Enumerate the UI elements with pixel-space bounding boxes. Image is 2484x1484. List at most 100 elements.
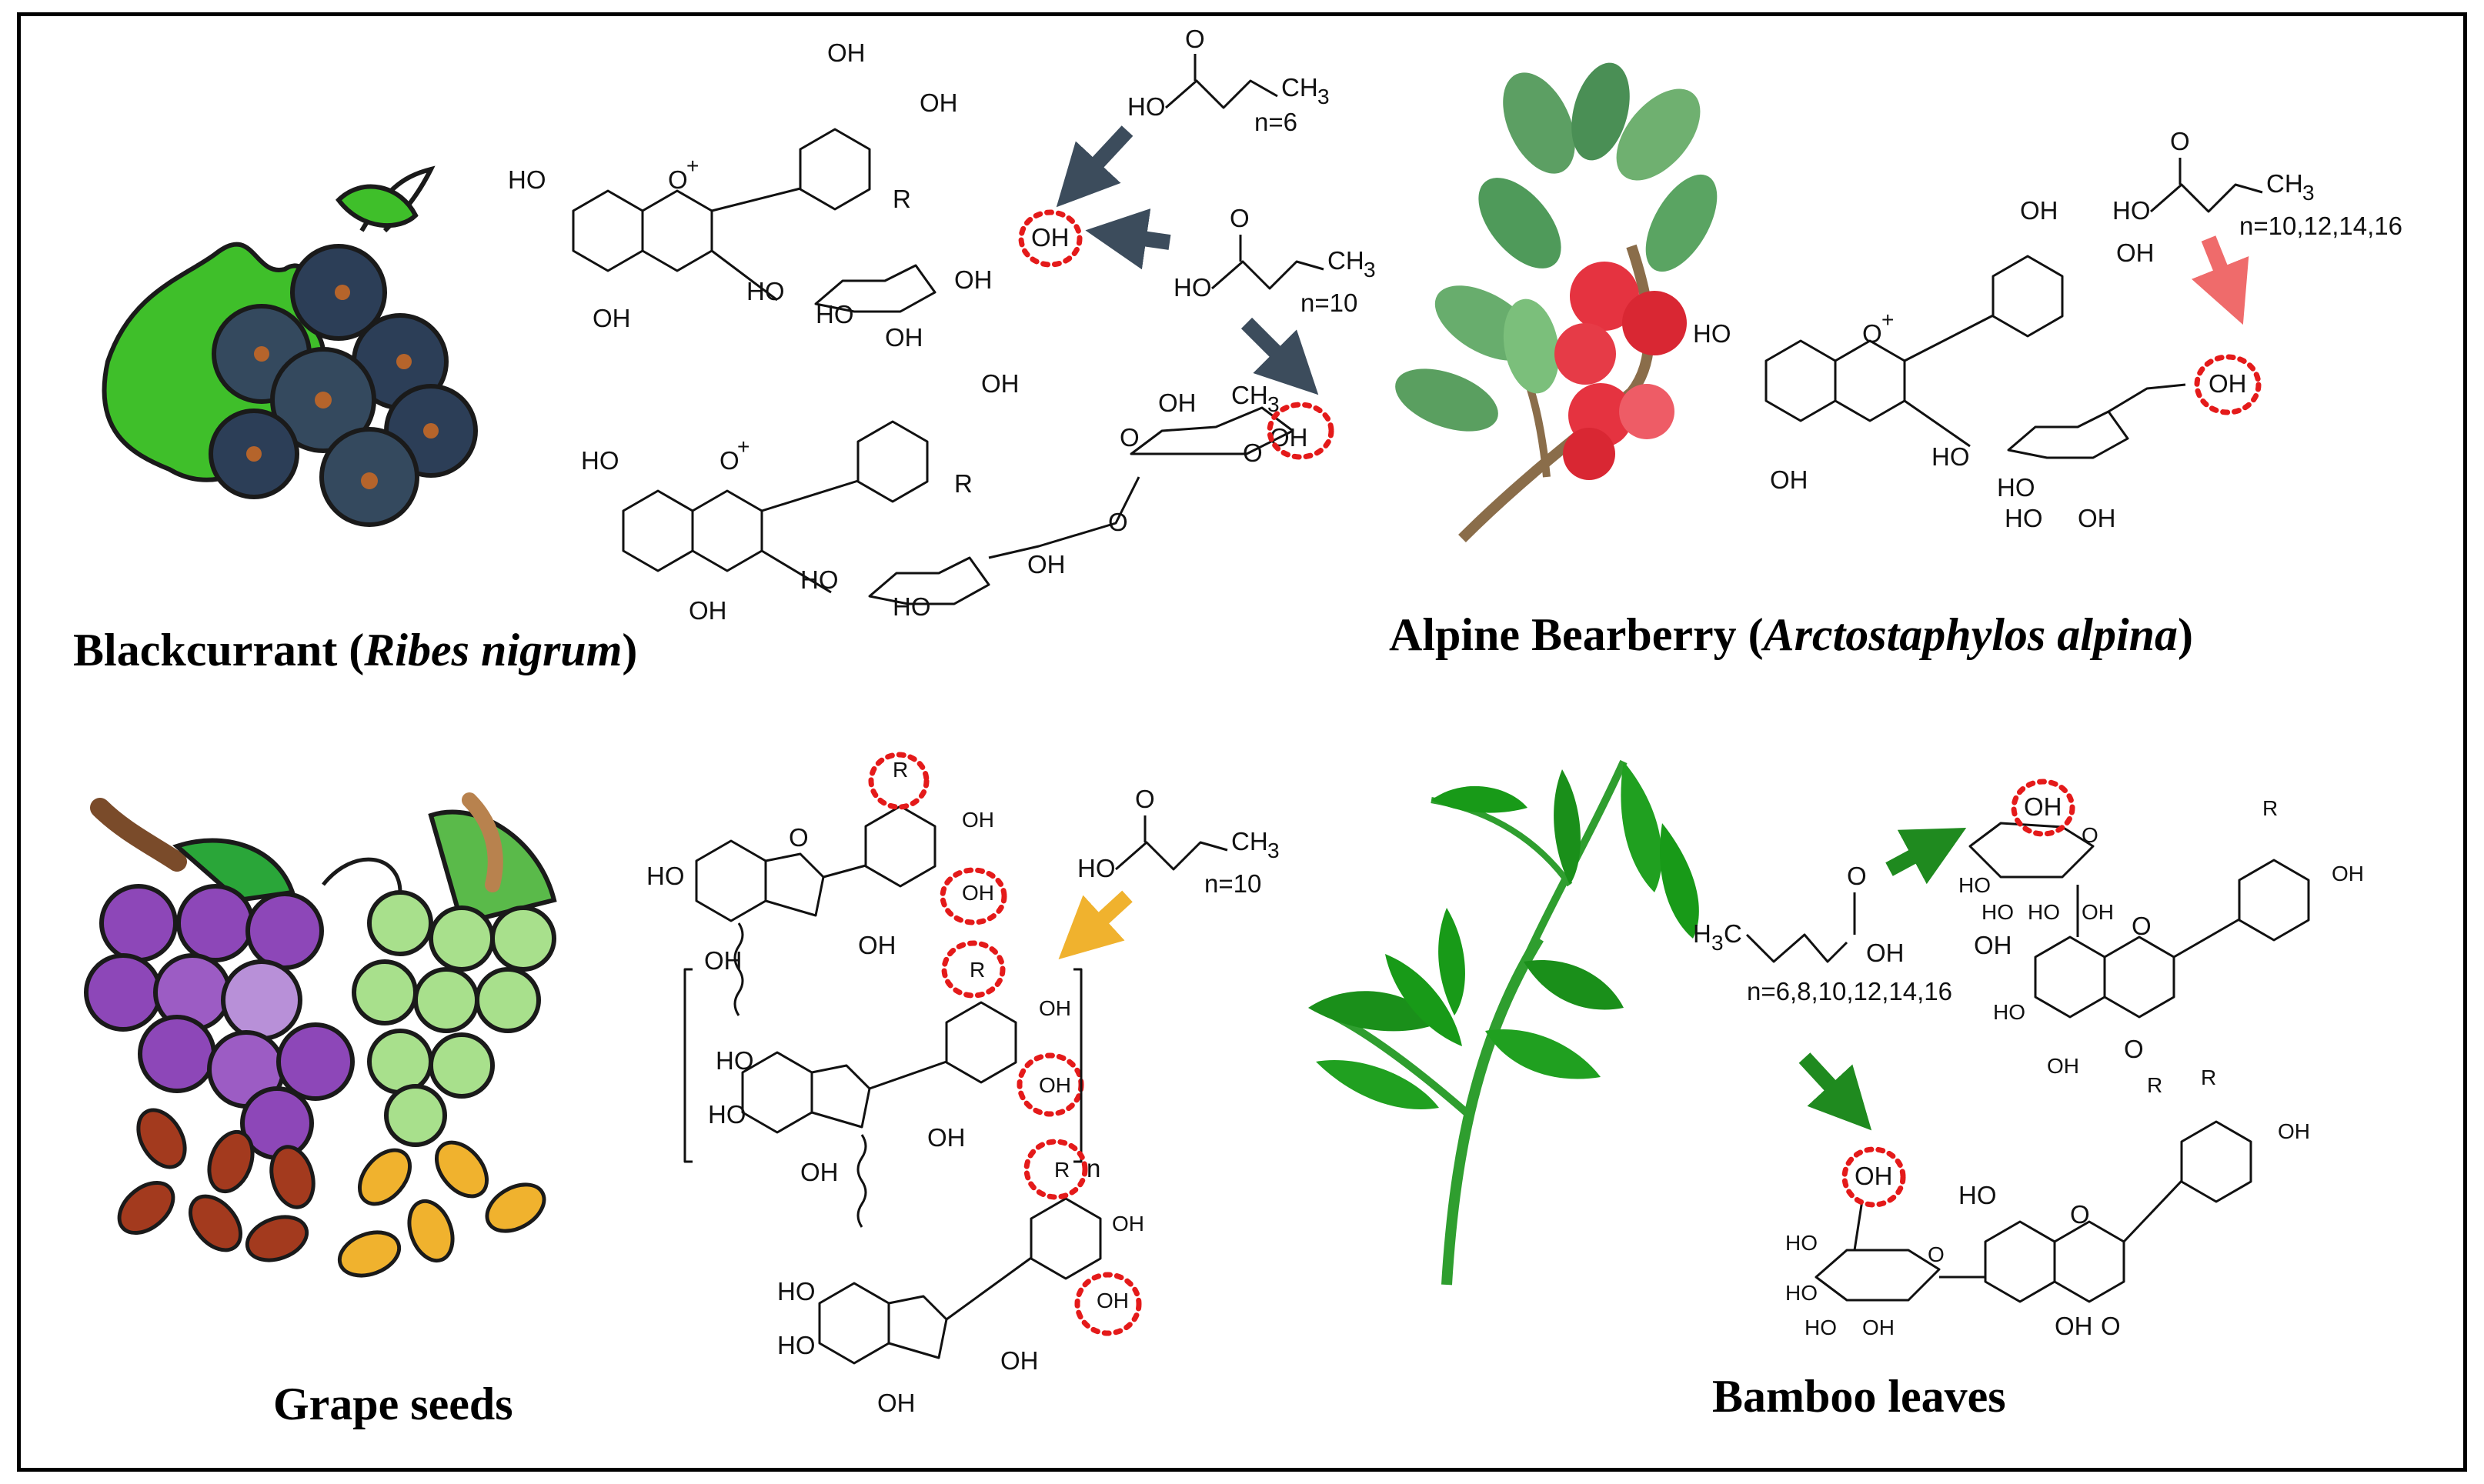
svg-text:OH: OH [885, 323, 923, 352]
svg-text:OH: OH [800, 1158, 839, 1186]
svg-text:OH: OH [2078, 504, 2116, 532]
svg-text:n=10: n=10 [1204, 869, 1261, 898]
svg-text:OH: OH [2116, 238, 2155, 267]
svg-text:HO: HO [716, 1046, 754, 1075]
svg-text:OH: OH [1770, 465, 1808, 494]
svg-text:CH: CH [1281, 73, 1318, 102]
svg-text:n=6,8,10,12,14,16: n=6,8,10,12,14,16 [1747, 977, 1952, 1005]
svg-text:3: 3 [1267, 392, 1280, 416]
svg-text:O: O [1847, 862, 1867, 890]
esterification-arrow [1885, 828, 1967, 885]
svg-text:HO: HO [800, 565, 839, 594]
svg-text:HO: HO [508, 165, 546, 194]
grape-caption: Grape seeds [273, 1379, 513, 1429]
svg-text:3: 3 [1711, 931, 1724, 955]
svg-text:CH: CH [1231, 827, 1268, 855]
esterification-arrow [1056, 125, 1133, 208]
svg-text:O: O [2132, 912, 2152, 940]
svg-text:HO: HO [777, 1277, 816, 1306]
svg-text:O: O [1243, 439, 1263, 467]
svg-text:HO: HO [1127, 92, 1166, 121]
svg-text:HO: HO [1693, 319, 1731, 348]
svg-text:HO: HO [1982, 900, 2014, 924]
esterification-arrow [2192, 235, 2249, 325]
svg-text:R: R [2262, 796, 2278, 820]
svg-text:HO: HO [646, 862, 685, 890]
svg-text:HO: HO [893, 592, 931, 621]
svg-text:CH: CH [2266, 169, 2303, 198]
svg-text:OH: OH [1039, 1073, 1071, 1097]
bamboo-caption: Bamboo leaves [1712, 1371, 2006, 1422]
svg-text:R: R [970, 958, 985, 982]
bamboo-flavone-c-glycoside-structure-1: OH O HO HO HO OH OH HO OH O O R OH R [1958, 779, 2364, 1097]
svg-text:O: O [1135, 785, 1155, 813]
svg-text:OH: OH [1112, 1212, 1144, 1236]
svg-text:O: O [668, 165, 688, 194]
svg-text:O: O [1928, 1242, 1945, 1266]
svg-text:C: C [1724, 919, 1742, 948]
svg-text:OH: OH [1974, 931, 2012, 959]
svg-text:HO: HO [1958, 873, 1991, 897]
svg-text:HO: HO [581, 446, 619, 475]
svg-text:n=10: n=10 [1300, 288, 1357, 317]
blackcurrant-anthocyanin-structure-1: HO OH O+ OH OH R OH HO HO OH [508, 38, 1083, 332]
svg-text:n=10,12,14,16: n=10,12,14,16 [2239, 212, 2402, 240]
svg-text:HO: HO [1174, 273, 1212, 302]
svg-text:CH: CH [1327, 246, 1364, 275]
svg-text:O: O [719, 446, 740, 475]
svg-text:O: O [2082, 823, 2098, 847]
svg-text:R: R [893, 758, 908, 782]
svg-text:HO: HO [1805, 1316, 1837, 1339]
svg-text:OH: OH [2278, 1119, 2310, 1143]
svg-text:R: R [2147, 1073, 2162, 1097]
svg-text:+: + [1881, 308, 1894, 332]
svg-text:OH: OH [2020, 196, 2058, 225]
svg-text:OH: OH [962, 808, 994, 832]
svg-text:OH: OH [927, 1123, 966, 1152]
svg-text:+: + [737, 435, 750, 459]
esterification-arrow [1085, 208, 1171, 270]
svg-text:R: R [1054, 1158, 1070, 1182]
svg-text:OH: OH [2082, 900, 2114, 924]
svg-text:OH: OH [1158, 389, 1197, 417]
svg-text:OH: OH [2055, 1312, 2093, 1340]
svg-text:OH: OH [1855, 1162, 1893, 1190]
svg-text:3: 3 [1317, 85, 1330, 108]
svg-text:O: O [1185, 25, 1205, 53]
svg-text:HO: HO [1993, 1000, 2025, 1024]
blackcurrant-caption: Blackcurrant (Ribes nigrum) [73, 625, 637, 675]
svg-text:O: O [789, 823, 809, 852]
svg-text:HO: HO [2028, 900, 2060, 924]
svg-text:HO: HO [816, 300, 854, 328]
bearberry-branch-icon [1395, 62, 1718, 542]
svg-text:O: O [1108, 508, 1128, 536]
svg-text:OH: OH [1000, 1346, 1039, 1375]
svg-text:O: O [2124, 1035, 2144, 1063]
svg-text:HO: HO [746, 277, 785, 305]
svg-text:O: O [2170, 127, 2190, 155]
svg-text:R: R [2201, 1065, 2216, 1089]
svg-text:O: O [2070, 1200, 2090, 1229]
svg-text:CH: CH [1231, 381, 1268, 409]
svg-text:OH: OH [1862, 1316, 1895, 1339]
esterification-arrow [1240, 317, 1319, 395]
svg-text:R: R [954, 469, 973, 498]
svg-text:HO: HO [1958, 1181, 1997, 1209]
grape-seeds-icon [84, 792, 557, 1278]
svg-text:3: 3 [1267, 839, 1280, 862]
svg-text:HO: HO [2005, 504, 2043, 532]
svg-text:HO: HO [708, 1100, 746, 1129]
svg-text:H: H [1693, 919, 1711, 948]
svg-text:OH: OH [954, 265, 993, 294]
esterification-arrow [1798, 1052, 1872, 1131]
svg-text:OH: OH [1031, 223, 1070, 252]
bearberry-anthocyanin-structure: HO OH O+ OH OH HO HO OH HO OH [1693, 196, 2262, 532]
svg-text:HO: HO [777, 1331, 816, 1359]
svg-text:OH: OH [858, 931, 896, 959]
